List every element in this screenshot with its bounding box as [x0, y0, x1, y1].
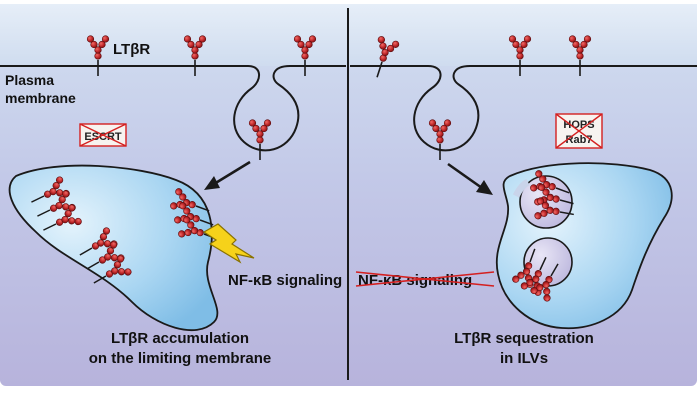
membrane-label-line2: membrane	[5, 90, 76, 106]
endosome-receptor-cluster-1	[31, 175, 83, 234]
right-caption-line1: LTβR sequestration	[454, 330, 594, 347]
nfkb-signaling-label: NF-κB signaling	[228, 272, 342, 289]
endosome-receptor-cluster-2	[79, 226, 133, 286]
membrane-label-line1: Plasma	[5, 72, 54, 88]
ilv-receptors	[511, 248, 561, 303]
arrow-to-right-endosome	[447, 162, 493, 195]
arrow-to-left-endosome	[204, 160, 251, 190]
left-caption-line2: on the limiting membrane	[89, 350, 272, 367]
receptor-label: LTβR	[113, 41, 150, 58]
escrt-crossed-box: ESCRT	[79, 123, 127, 147]
left-caption-line1: LTβR accumulation	[111, 330, 249, 347]
right-plasma-membrane	[350, 65, 697, 152]
rab7-label: Rab7	[566, 134, 593, 146]
lightning-icon	[202, 223, 255, 264]
left-plasma-membrane	[0, 65, 346, 152]
hops-label: HOPS	[563, 119, 594, 131]
hops-rab7-crossed-box: HOPS Rab7	[555, 113, 603, 149]
right-caption-line2: in ILVs	[500, 350, 548, 367]
budding-vesicle-receptors	[529, 169, 574, 223]
nfkb-signaling-crossed: NF-κB signaling	[355, 271, 495, 289]
